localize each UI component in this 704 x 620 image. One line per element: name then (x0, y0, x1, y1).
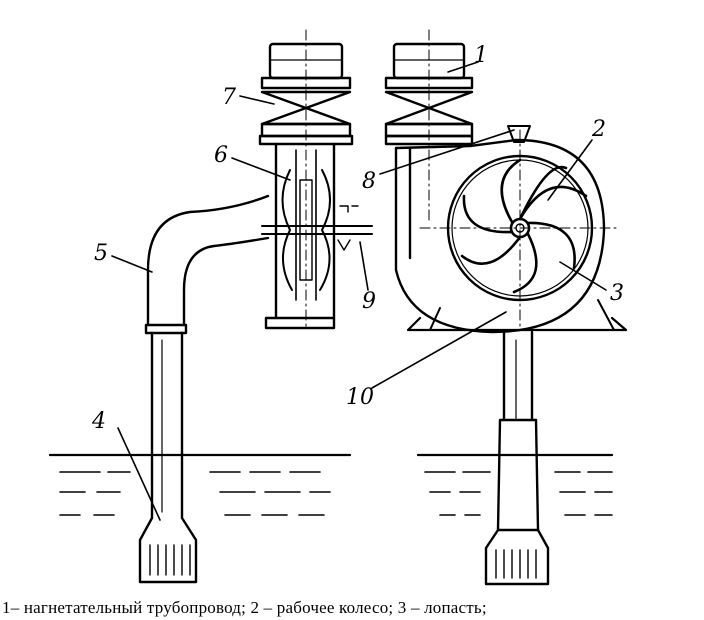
volute-casing (394, 125, 628, 334)
callout-2: 2 (591, 117, 606, 142)
callout-6: 6 (214, 143, 228, 168)
water-surface (48, 453, 614, 516)
callout-5: 5 (94, 241, 108, 266)
right-pump-motor (384, 29, 474, 223)
impeller (451, 158, 589, 297)
leader-lines (111, 61, 607, 521)
suction-pipe-right (484, 330, 550, 586)
callout-7: 7 (222, 85, 236, 110)
callout-4: 4 (91, 409, 106, 434)
callout-1: 1 (474, 43, 488, 68)
callout-10: 10 (346, 385, 374, 410)
callout-9: 9 (362, 289, 376, 314)
suction-pipe-left (138, 194, 270, 584)
callout-labels: 1 2 3 4 5 6 7 8 9 10 (91, 43, 624, 434)
left-pump-assembly (258, 29, 373, 331)
callout-3: 3 (610, 281, 624, 306)
figure-caption: 1– нагнетательный трубопровод; 2 – рабоч… (2, 598, 487, 617)
callout-8: 8 (362, 169, 376, 194)
